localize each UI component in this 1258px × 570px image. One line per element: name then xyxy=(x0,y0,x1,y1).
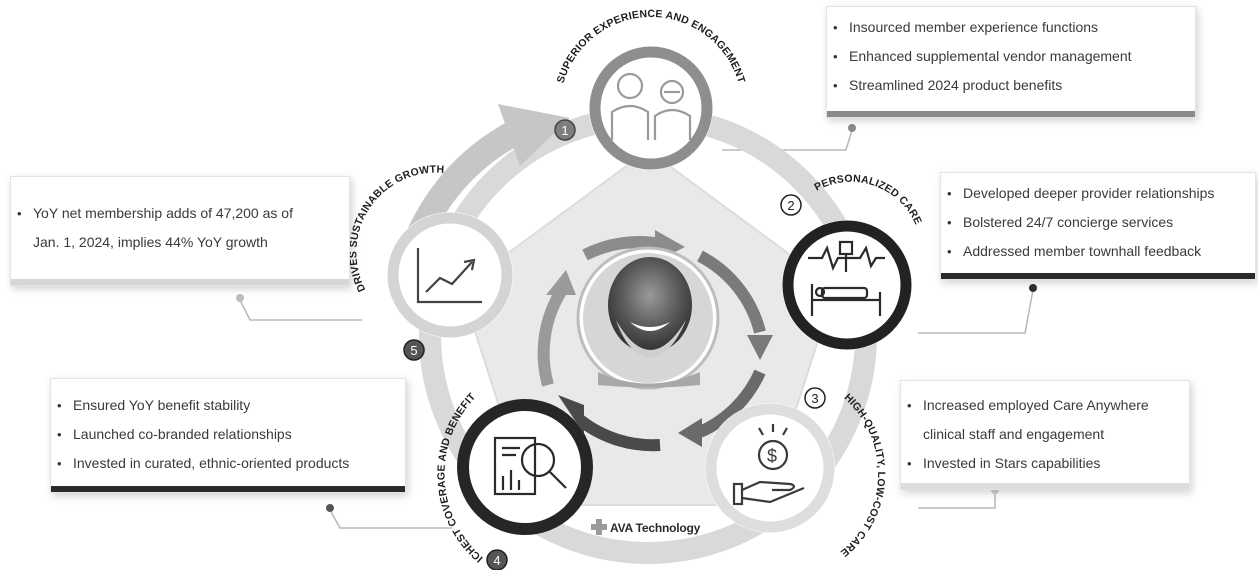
badge-1-number: 1 xyxy=(561,123,568,138)
badge-3-number: 3 xyxy=(811,391,818,406)
medical-cross-icon xyxy=(591,519,607,535)
connector-stage2 xyxy=(918,289,1034,334)
face-shape xyxy=(608,257,692,353)
connector-stage4 xyxy=(329,509,452,529)
stage-5-card-bar xyxy=(11,279,349,285)
stage-3-card: Increased employed Care Anywhere clinica… xyxy=(900,380,1190,490)
stage-1-item: Enhanced supplemental vendor management xyxy=(827,42,1195,71)
smile-shape xyxy=(630,322,670,331)
badge-4: 4 xyxy=(486,549,508,570)
elderly-couple-icon xyxy=(610,72,692,140)
stage-3-list: Increased employed Care Anywhere xyxy=(901,391,1189,420)
document-magnifier-icon xyxy=(493,436,567,496)
stage-3-list-2: Invested in Stars capabilities xyxy=(901,449,1189,478)
badge-5: 5 xyxy=(403,339,425,361)
stage-1-card: Insourced member experience functions En… xyxy=(826,6,1196,118)
stage-1-node xyxy=(589,46,713,170)
shirt-shape xyxy=(598,372,700,388)
stage-1-item: Streamlined 2024 product benefits xyxy=(827,71,1195,100)
ava-technology-label: AVA Technology xyxy=(610,521,701,535)
connector-dot-2 xyxy=(1029,284,1037,292)
stage-2-card: Developed deeper provider relationships … xyxy=(940,172,1256,280)
stage-4-item: Invested in curated, ethnic-oriented pro… xyxy=(51,449,405,478)
hand-dollar-coin-icon: $ xyxy=(732,424,805,506)
connector-dot-1 xyxy=(848,124,856,132)
stage-4-item: Ensured YoY benefit stability xyxy=(51,391,405,420)
badge-3: 3 xyxy=(804,387,826,409)
stage-3-item: Invested in Stars capabilities xyxy=(901,449,1189,478)
svg-text:$: $ xyxy=(767,446,777,466)
badge-2-number: 2 xyxy=(787,198,794,213)
connector-stage5 xyxy=(239,299,362,321)
badge-2: 2 xyxy=(780,194,802,216)
stage-2-item: Bolstered 24/7 concierge services xyxy=(941,208,1255,237)
stage-5-card: YoY net membership adds of 47,200 as of … xyxy=(10,176,350,286)
stage-2-item: Addressed member townhall feedback xyxy=(941,237,1255,266)
stage-number-badges: 1 2 3 4 5 xyxy=(403,119,826,570)
growth-chart-icon xyxy=(416,248,482,304)
inner-cycle-arrows xyxy=(537,230,773,452)
stage-3-node: $ xyxy=(705,403,835,533)
stage-4-item: Launched co-branded relationships xyxy=(51,420,405,449)
badge-4-number: 4 xyxy=(493,553,500,568)
stage-1-list: Insourced member experience functions En… xyxy=(827,13,1195,100)
badge-5-number: 5 xyxy=(410,343,417,358)
stage-2-item: Developed deeper provider relationships xyxy=(941,179,1255,208)
connector-dot-4 xyxy=(326,504,334,512)
stage-5-item-continuation: Jan. 1, 2024, implies 44% YoY growth xyxy=(33,234,268,250)
stage-3-card-bar xyxy=(901,483,1189,489)
stage-2-card-bar xyxy=(941,273,1255,279)
stage-4-node xyxy=(457,399,593,535)
stage-2-list: Developed deeper provider relationships … xyxy=(941,179,1255,266)
center-photo xyxy=(576,246,720,390)
connector-dots xyxy=(236,124,1037,512)
connector-lines xyxy=(239,129,1034,529)
connector-dot-5 xyxy=(236,294,244,302)
stage-4-list: Ensured YoY benefit stability Launched c… xyxy=(51,391,405,478)
stage-4-card: Ensured YoY benefit stability Launched c… xyxy=(50,378,406,493)
stage-5-list: YoY net membership adds of 47,200 as of xyxy=(11,199,349,228)
stage-1-item: Insourced member experience functions xyxy=(827,13,1195,42)
connector-stage3 xyxy=(918,492,996,509)
stage-2-node xyxy=(782,220,912,350)
stage-5-item: YoY net membership adds of 47,200 as of xyxy=(11,199,349,228)
stage-4-card-bar xyxy=(51,486,405,492)
beard-shape xyxy=(616,320,686,358)
stage-1-card-bar xyxy=(827,111,1195,117)
stage-3-item-continuation: clinical staff and engagement xyxy=(923,426,1105,442)
hospital-bed-monitor-icon xyxy=(808,240,885,316)
badge-1: 1 xyxy=(554,119,576,141)
stage-5-node xyxy=(387,212,513,338)
stage-3-item: Increased employed Care Anywhere xyxy=(901,391,1189,420)
